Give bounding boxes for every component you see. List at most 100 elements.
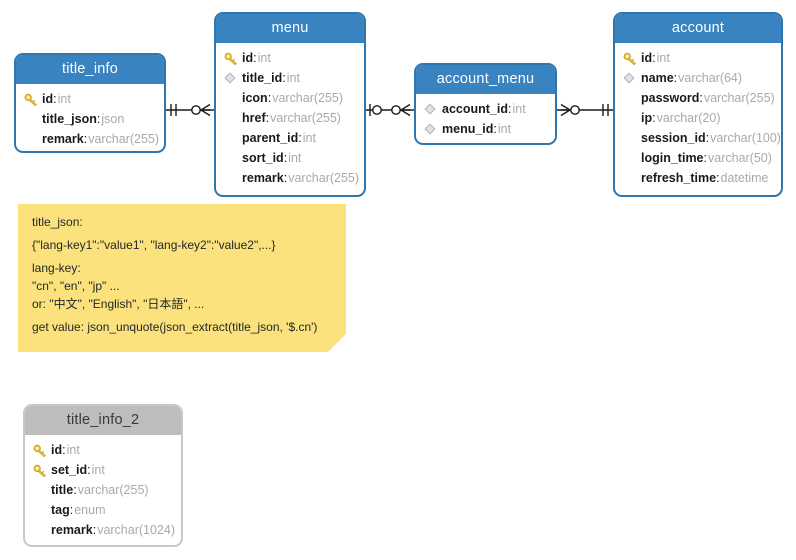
field-row[interactable]: remark: varchar(255) (16, 129, 164, 149)
field-name: parent_id (242, 131, 299, 145)
field-type: int (257, 51, 271, 65)
sticky-note[interactable]: title_json: {"lang-key1":"value1", "lang-… (18, 204, 346, 352)
note-line: lang-key: (32, 261, 81, 275)
field-separator: : (265, 111, 270, 125)
field-icon-placeholder (224, 90, 242, 106)
field-separator: : (69, 503, 74, 517)
field-icon-placeholder (224, 130, 242, 146)
field-type: varchar(255) (703, 91, 775, 105)
field-row[interactable]: parent_id: int (216, 128, 364, 148)
field-separator: : (282, 71, 286, 85)
field-row[interactable]: name: varchar(64) (615, 68, 781, 88)
primary-key-icon (24, 91, 42, 107)
entity-title-account: account (615, 14, 781, 43)
field-separator: : (705, 131, 710, 145)
field-name: set_id (51, 463, 88, 477)
field-separator: : (92, 523, 97, 537)
field-icon-placeholder (623, 150, 641, 166)
entity-title-title_info_2: title_info_2 (25, 406, 181, 435)
note-line: {"lang-key1":"value1", "lang-key2":"valu… (32, 238, 276, 252)
field-row[interactable]: id: int (615, 48, 781, 68)
field-name: title_id (242, 71, 283, 85)
field-row[interactable]: href: varchar(255) (216, 108, 364, 128)
field-row[interactable]: login_time: varchar(50) (615, 148, 781, 168)
field-row[interactable]: refresh_time: datetime (615, 168, 781, 188)
field-icon-placeholder (224, 110, 242, 126)
field-separator: : (73, 483, 77, 497)
field-icon-placeholder (224, 150, 242, 166)
field-type: int (512, 102, 526, 116)
field-row[interactable]: ip: varchar(20) (615, 108, 781, 128)
primary-key-icon (224, 50, 242, 66)
entity-title-title_info: title_info (16, 55, 164, 84)
field-type: varchar(255) (88, 132, 160, 146)
field-row[interactable]: account_id: int (416, 99, 555, 119)
field-type: varchar(50) (708, 151, 772, 165)
note-line: title_json: (32, 215, 83, 229)
relationship-menu-account_menu[interactable] (366, 103, 414, 117)
field-row[interactable]: id: int (25, 440, 181, 460)
field-separator: : (716, 171, 720, 185)
relationship-account_menu-account[interactable] (557, 103, 613, 117)
field-icon-placeholder (33, 502, 51, 518)
field-separator: : (703, 151, 707, 165)
field-separator: : (699, 91, 703, 105)
field-separator: : (673, 71, 678, 85)
field-separator: : (283, 171, 288, 185)
field-row[interactable]: session_id: varchar(100) (615, 128, 781, 148)
field-type: int (66, 443, 80, 457)
field-name: password (641, 91, 700, 105)
field-separator: : (87, 463, 91, 477)
field-icon-placeholder (33, 522, 51, 538)
field-row[interactable]: remark: varchar(1024) (25, 520, 181, 540)
field-type: varchar(255) (288, 171, 360, 185)
entity-title-account_menu: account_menu (416, 65, 555, 94)
field-name: id (51, 443, 63, 457)
field-separator: : (493, 122, 497, 136)
field-row[interactable]: set_id: int (25, 460, 181, 480)
note-fold-corner-icon (328, 334, 346, 352)
field-type: int (656, 51, 670, 65)
foreign-key-diamond-icon (623, 70, 641, 86)
field-type: enum (74, 503, 106, 517)
field-type: int (497, 122, 512, 136)
field-row[interactable]: password: varchar(255) (615, 88, 781, 108)
field-row[interactable]: icon: varchar(255) (216, 88, 364, 108)
field-type: int (288, 151, 302, 165)
field-name: icon (242, 91, 268, 105)
field-row[interactable]: tag: enum (25, 500, 181, 520)
field-type: varchar(1024) (97, 523, 176, 537)
field-row[interactable]: title_id: int (216, 68, 364, 88)
field-name: menu_id (442, 122, 494, 136)
field-row[interactable]: id: int (216, 48, 364, 68)
field-row[interactable]: menu_id: int (416, 119, 555, 139)
primary-key-icon (33, 462, 51, 478)
field-row[interactable]: title_json: json (16, 109, 164, 129)
field-type: varchar(64) (678, 71, 743, 85)
field-row[interactable]: sort_id: int (216, 148, 364, 168)
field-separator: : (96, 112, 101, 126)
field-name: id (242, 51, 254, 65)
relationship-title_info-menu[interactable] (166, 103, 214, 117)
field-separator: : (508, 102, 512, 116)
note-line: "cn", "en", "jp" ... (32, 279, 120, 293)
field-name: ip (641, 111, 653, 125)
field-separator: : (83, 132, 88, 146)
field-row[interactable]: id: int (16, 89, 164, 109)
sticky-note-text: title_json: {"lang-key1":"value1", "lang-… (32, 216, 332, 333)
field-row[interactable]: remark: varchar(255) (216, 168, 364, 188)
field-row[interactable]: title: varchar(255) (25, 480, 181, 500)
field-type: varchar(255) (77, 483, 149, 497)
field-name: title (51, 483, 74, 497)
